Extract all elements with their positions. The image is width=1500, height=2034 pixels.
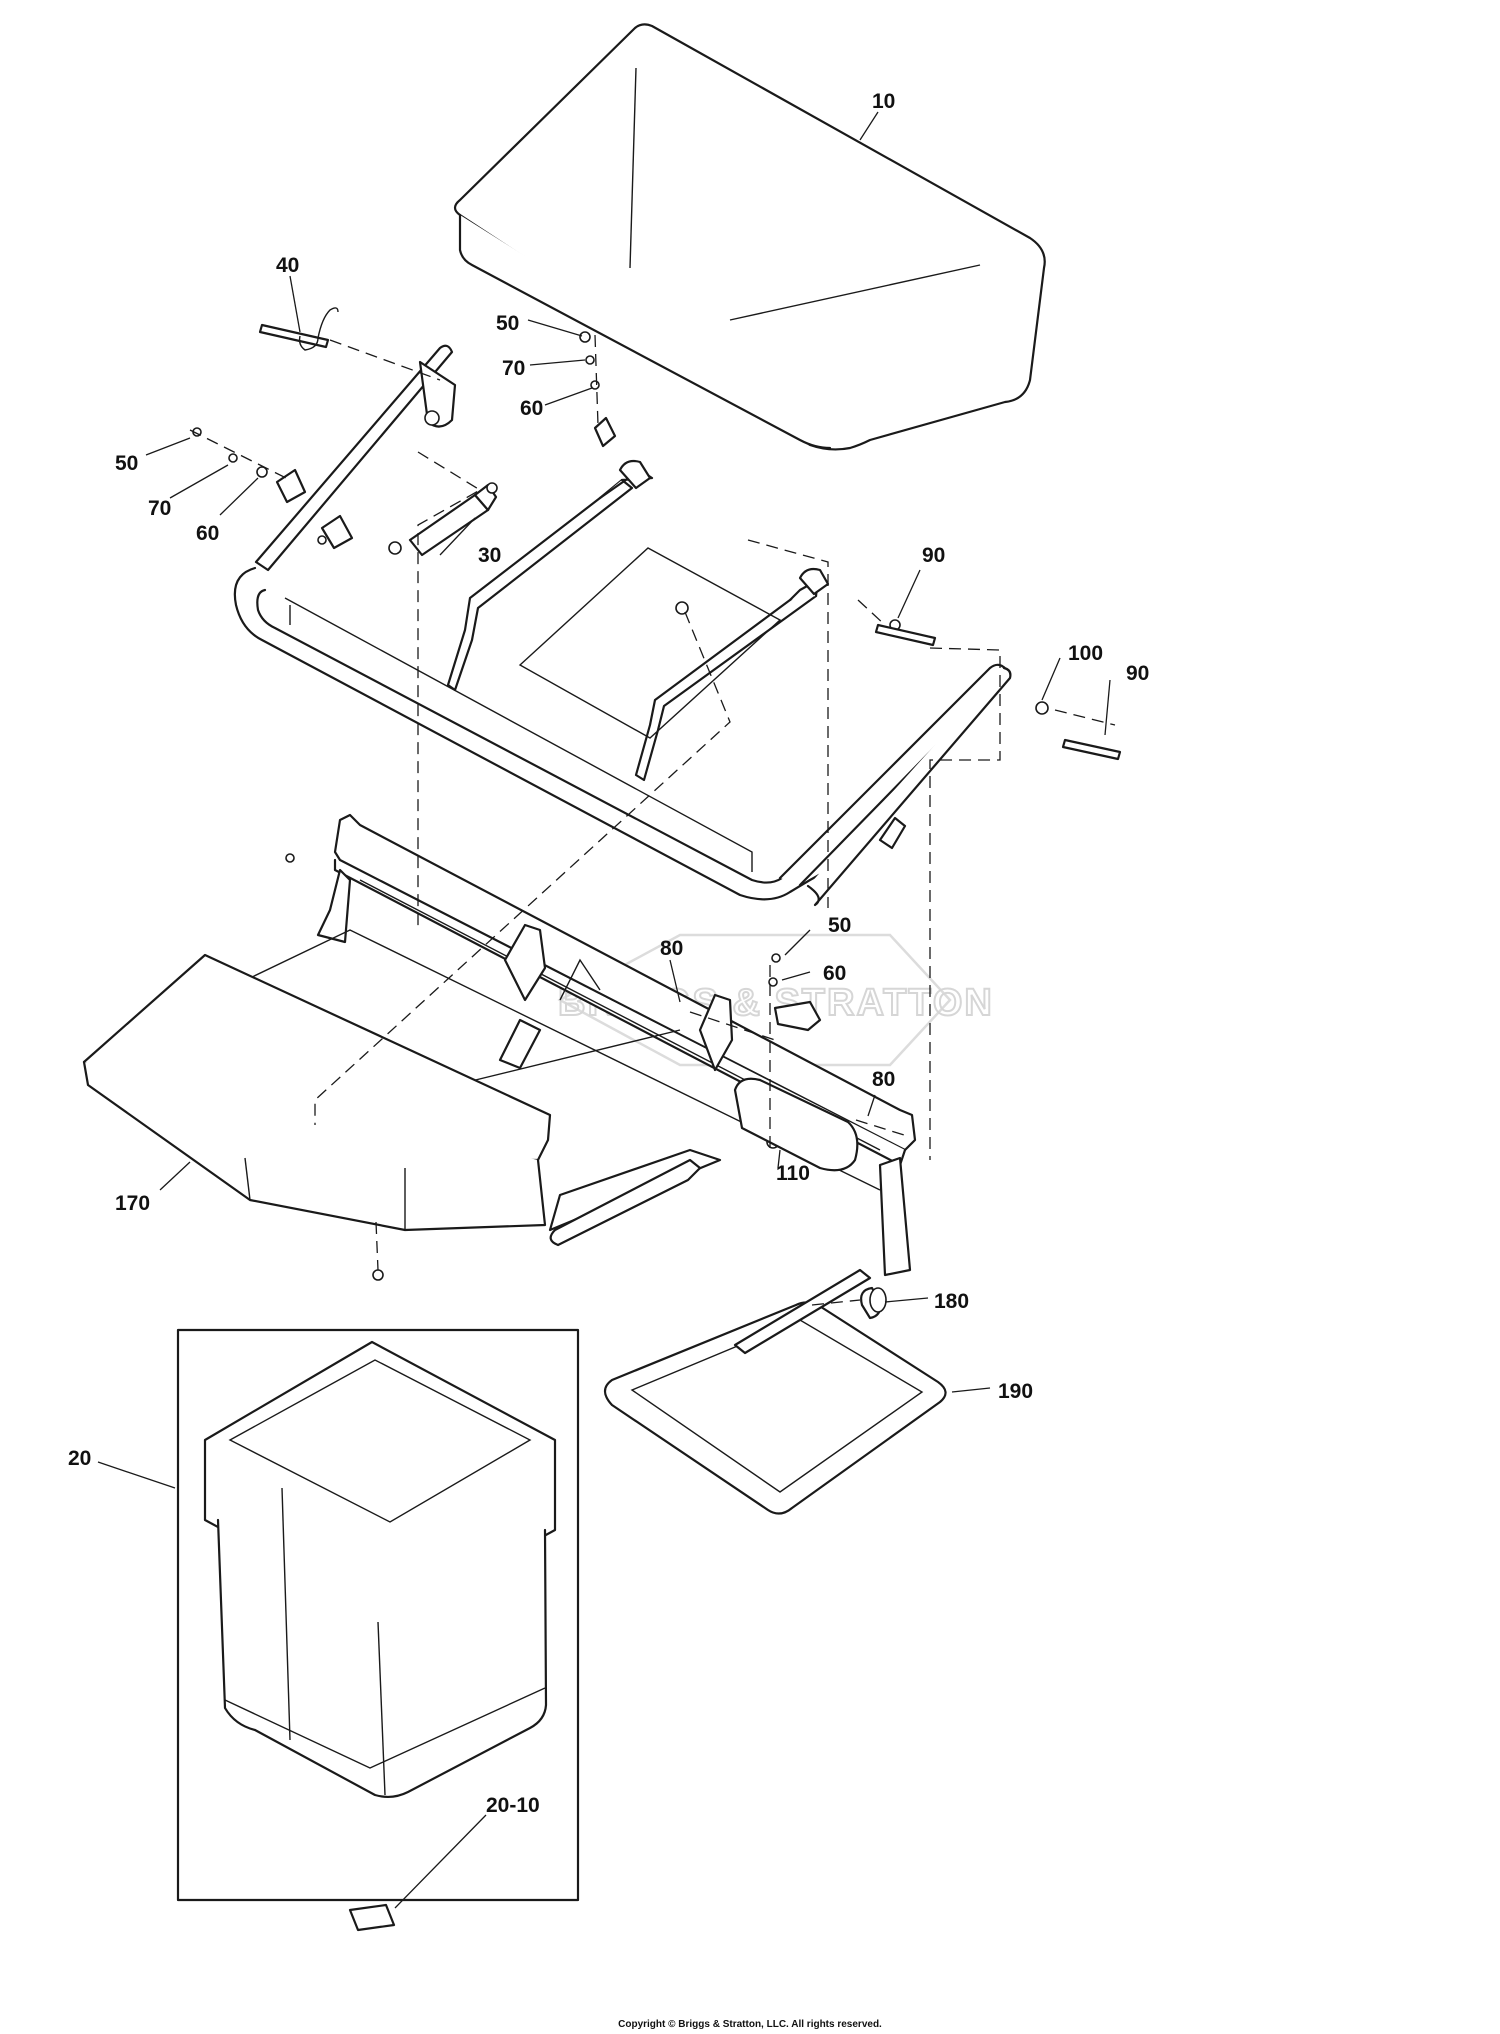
part-170-deflector xyxy=(82,953,552,1232)
part-20-bag xyxy=(203,1340,557,1799)
callout-90: 90 xyxy=(1126,662,1149,685)
part-190-bag-frame xyxy=(603,1268,947,1515)
callout-80: 80 xyxy=(872,1068,895,1091)
assembly-lines xyxy=(189,334,1116,1306)
part-20-10-tag xyxy=(348,1903,396,1932)
hardware-group xyxy=(192,331,1122,1281)
part-40-pin xyxy=(258,307,339,351)
callout-60: 60 xyxy=(823,962,846,985)
callout-50: 50 xyxy=(496,312,519,335)
callout-60: 60 xyxy=(196,522,219,545)
callout-70: 70 xyxy=(502,357,525,380)
base-frame xyxy=(249,813,917,1277)
callout-30: 30 xyxy=(478,544,501,567)
callout-50: 50 xyxy=(115,452,138,475)
part-30-gas-spring xyxy=(388,482,498,557)
callout-40: 40 xyxy=(276,254,299,277)
callout-70: 70 xyxy=(148,497,171,520)
callout-170: 170 xyxy=(115,1192,150,1215)
callout-labels: 10 40 50 70 60 50 70 60 30 90 100 90 50 … xyxy=(68,90,1149,1817)
callout-20: 20 xyxy=(68,1447,91,1470)
leader-lines xyxy=(97,111,1111,1909)
callout-80: 80 xyxy=(660,937,683,960)
part-180-spacer xyxy=(860,1286,887,1320)
part-10-cover xyxy=(453,23,1046,451)
callout-60: 60 xyxy=(520,397,543,420)
callout-90: 90 xyxy=(922,544,945,567)
callout-190: 190 xyxy=(998,1380,1033,1403)
callout-50: 50 xyxy=(828,914,851,937)
copyright-notice: Copyright © Briggs & Stratton, LLC. All … xyxy=(618,2019,882,2030)
callout-10: 10 xyxy=(872,90,895,113)
callout-20-10: 20-10 xyxy=(486,1794,540,1817)
hopper-upper-frame xyxy=(233,344,1012,907)
callout-100: 100 xyxy=(1068,642,1103,665)
callout-110: 110 xyxy=(776,1162,810,1185)
callout-180: 180 xyxy=(934,1290,969,1313)
